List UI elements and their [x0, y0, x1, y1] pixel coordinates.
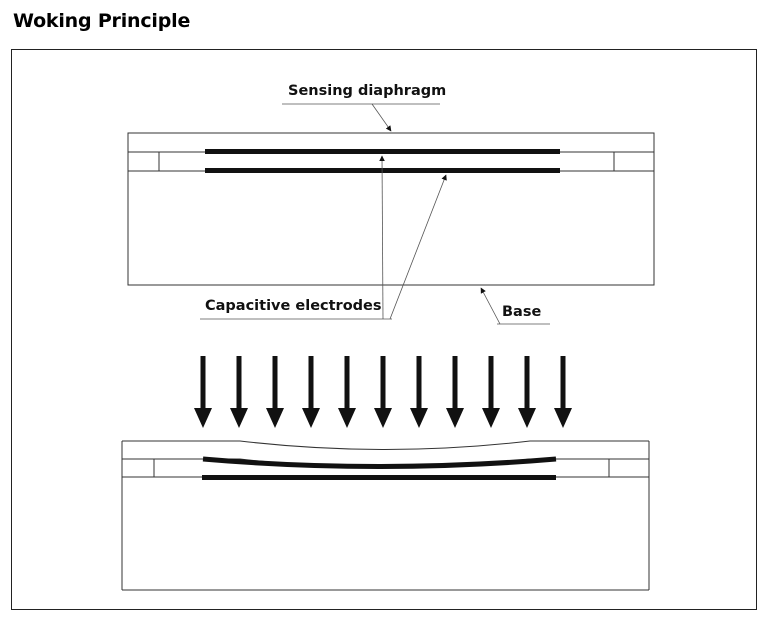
sensor-outline: [127, 132, 655, 286]
leader-base: [480, 287, 501, 325]
label-capacitive-electrodes: Capacitive electrodes: [205, 298, 382, 314]
pressure-arrow: [266, 356, 284, 428]
pressure-arrow: [554, 356, 572, 428]
pressure-arrow: [446, 356, 464, 428]
pressure-arrow: [518, 356, 536, 428]
label-base: Base: [502, 304, 541, 320]
label-group-base: Base: [480, 287, 550, 325]
pressure-arrows: [194, 356, 572, 428]
pressure-arrow: [482, 356, 500, 428]
upper-electrode: [205, 149, 560, 154]
label-group-capacitive-electrodes: Capacitive electrodes: [200, 155, 447, 320]
sensor-loaded: [121, 440, 650, 591]
pressure-arrow: [302, 356, 320, 428]
pressure-arrow: [194, 356, 212, 428]
pressure-arrow: [374, 356, 392, 428]
pressure-arrow: [230, 356, 248, 428]
deflected-diaphragm-top: [122, 440, 649, 450]
label-sensing-diaphragm: Sensing diaphragm: [288, 83, 446, 99]
pressure-arrow: [338, 356, 356, 428]
lower-electrode-loaded: [202, 475, 556, 480]
page-title: Woking Principle: [13, 10, 191, 32]
lower-electrode: [205, 168, 560, 173]
pressure-arrow: [410, 356, 428, 428]
label-group-sensing-diaphragm: Sensing diaphragm: [282, 83, 446, 132]
sensor-unloaded: [127, 132, 655, 286]
leader-sensing-diaphragm: [371, 103, 392, 132]
leader-lower-electrode: [389, 174, 447, 320]
figure-frame: [11, 49, 757, 610]
upper-electrode-deflected: [202, 456, 557, 469]
leader-upper-electrode: [379, 155, 385, 320]
